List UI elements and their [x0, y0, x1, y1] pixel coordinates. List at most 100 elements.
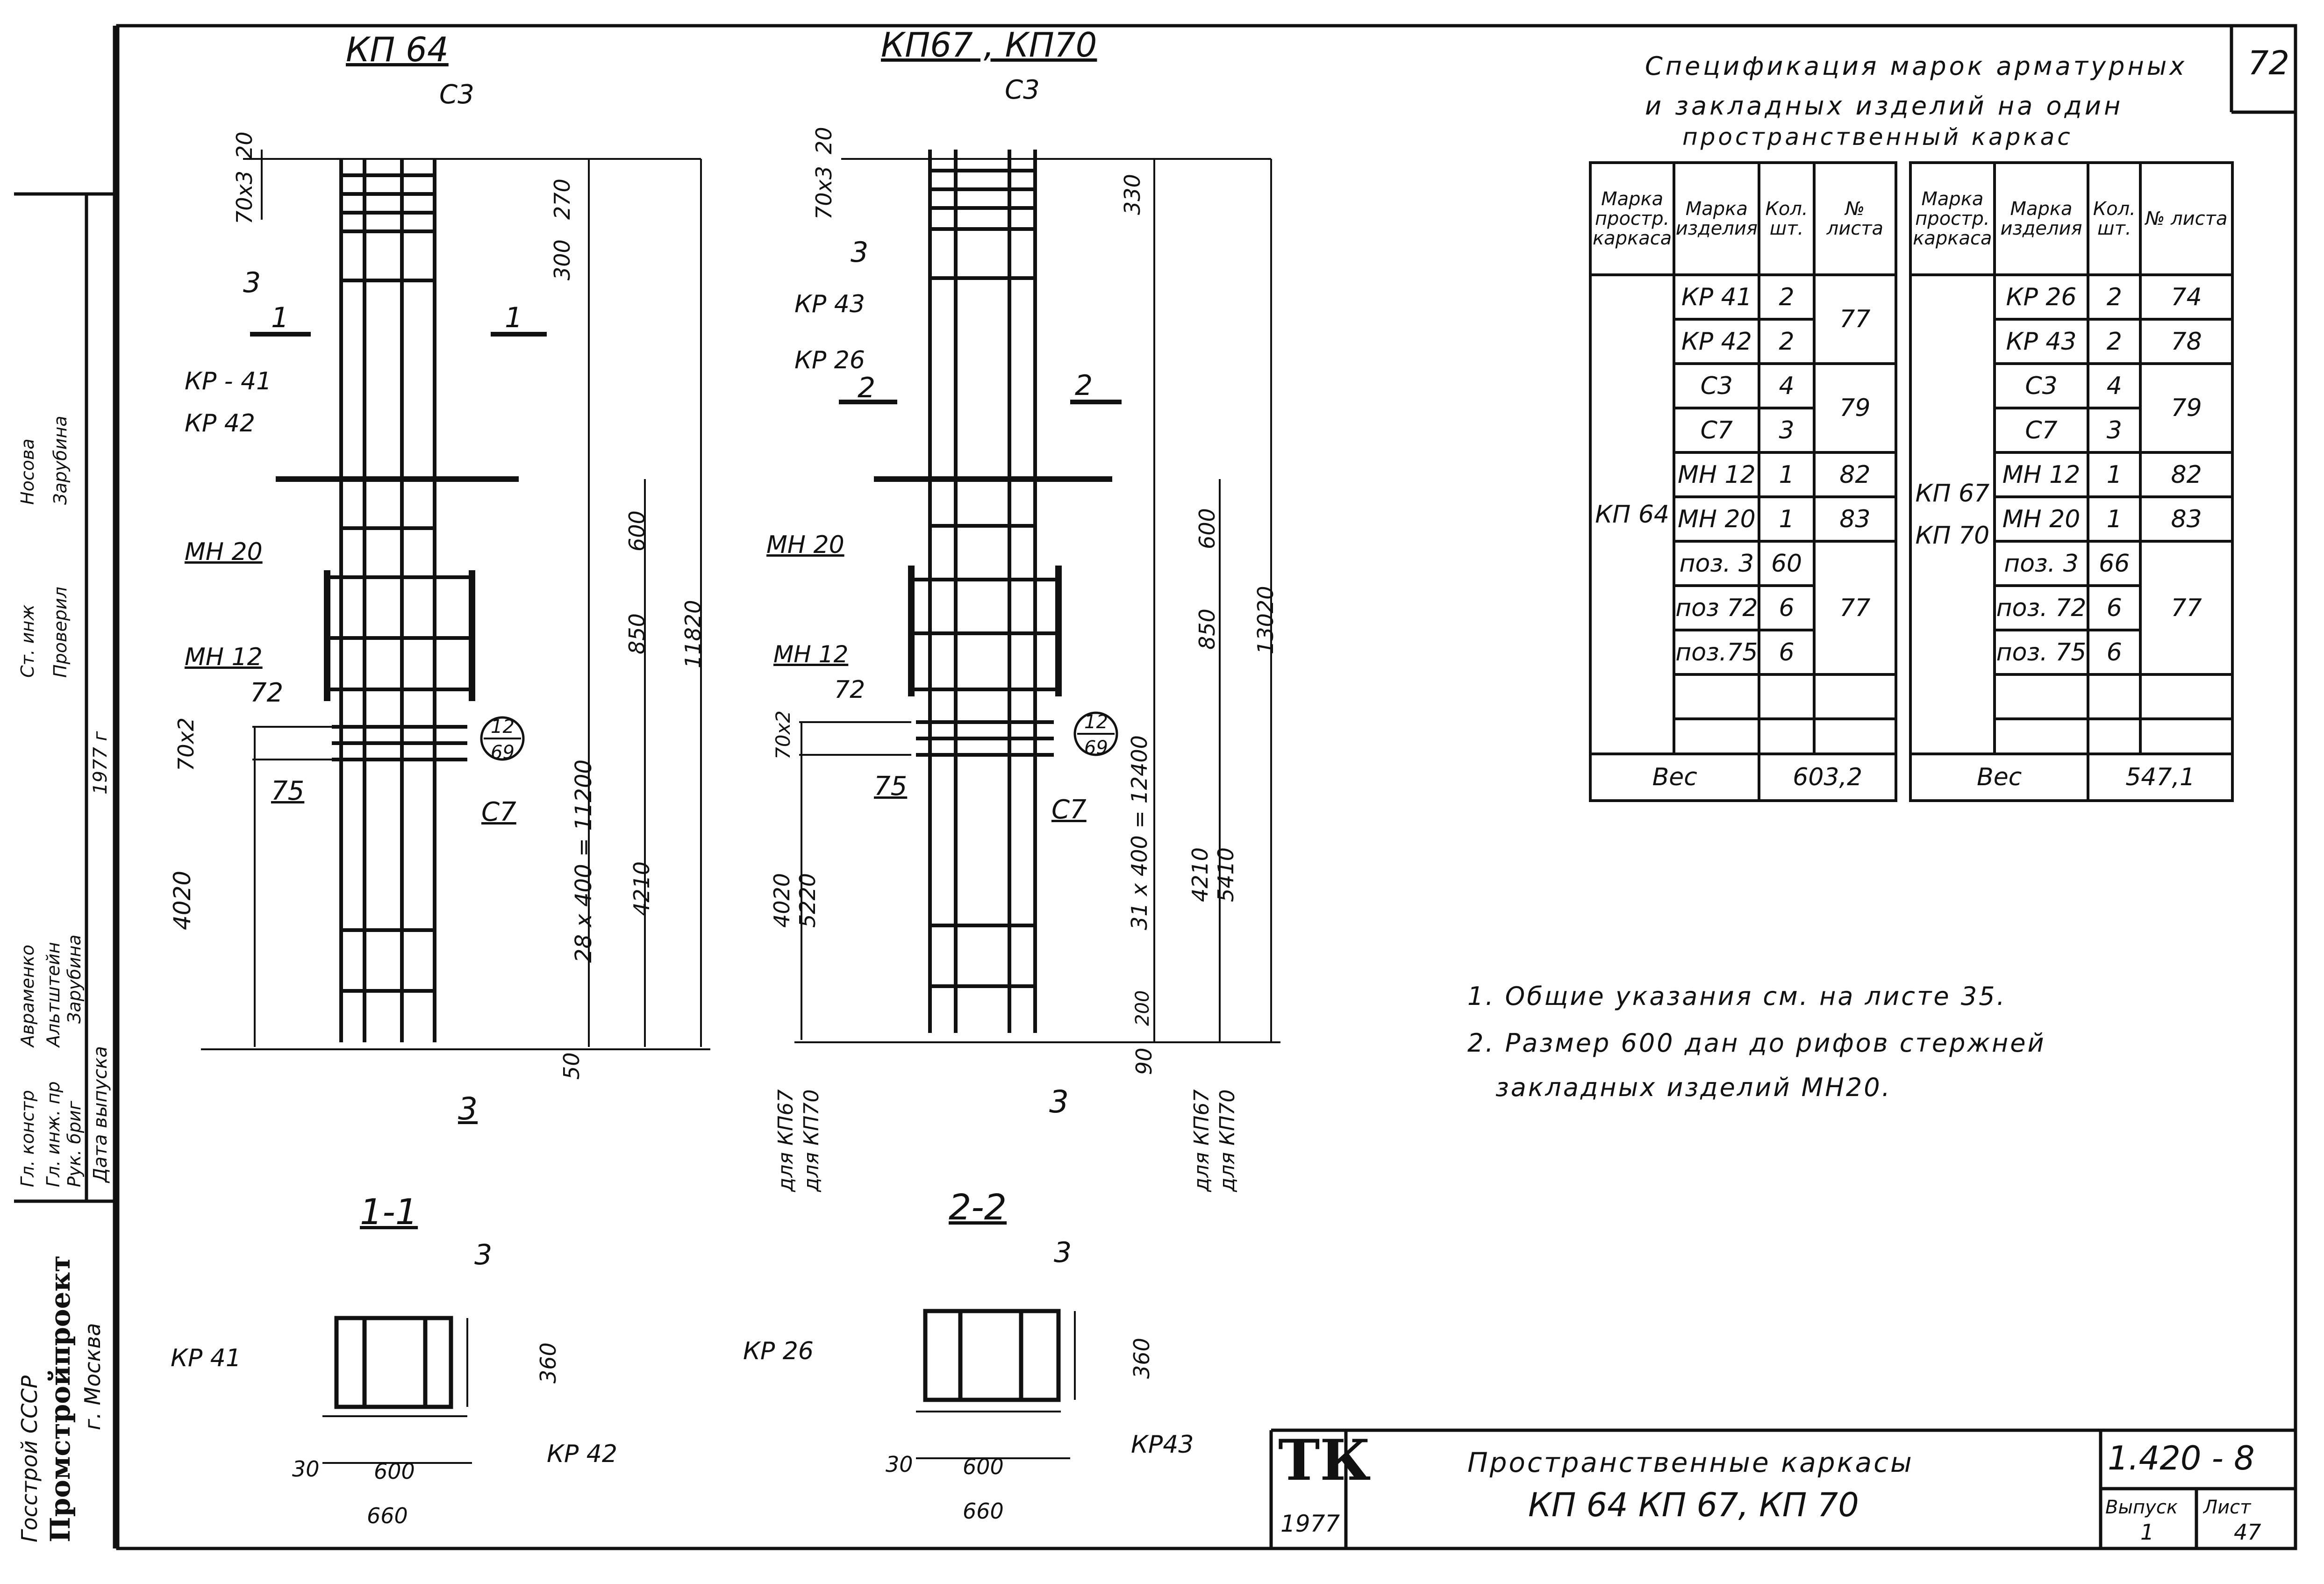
kp6770-section2-right: 2 [1075, 369, 1093, 402]
side-row-1-role: Рук. бриг [64, 1101, 85, 1187]
kp64-dim-850: 850 [624, 613, 650, 654]
header-mark: Марка изделия [1673, 161, 1761, 276]
node-ref-kp64 [480, 716, 525, 761]
weight-value: 547,1 [2087, 753, 2234, 802]
table-row-sheet: 79 [2139, 362, 2234, 454]
kp6770-elevation [794, 150, 1280, 1043]
weight-label: Вес [1909, 753, 2090, 802]
side-city: г. Москва [80, 1323, 105, 1430]
header-sheet: № листа [2139, 161, 2234, 276]
table-row-sheet: 83 [1812, 495, 1898, 543]
stamp-logo: ТК [1278, 1427, 1371, 1493]
kp64-mn20-label: МН 20 [185, 538, 263, 566]
kp64-section1-right: 1 [505, 301, 523, 334]
kp6770-pos3-label: 3 [851, 236, 869, 269]
section-22-dim-360: 360 [1129, 1338, 1154, 1379]
table-row-qty: 1 [1758, 495, 1816, 543]
table-row-sheet: 78 [2139, 318, 2234, 365]
side-row-5-role: Носова [17, 438, 38, 505]
kp6770-mn12-label: МН 12 [773, 641, 849, 668]
table-row-qty: 4 [2087, 362, 2142, 409]
side-org1: Госстрой СССР [17, 1375, 42, 1542]
table-row-mark: МН 20 [1673, 495, 1761, 543]
kp6770-dim-5220: 5220 [795, 873, 820, 928]
table-row-qty: 1 [2087, 451, 2142, 498]
table-row-sheet: 79 [1812, 362, 1898, 454]
kp64-title: КП 64 [346, 30, 449, 69]
kp64-dim-50: 50 [559, 1052, 584, 1080]
section-22-kr26: КР 26 [743, 1337, 814, 1365]
kp64-kr41-label: КР - 41 [185, 367, 272, 395]
section-11-drawing [322, 1316, 472, 1464]
table-row-mark: С7 [1993, 407, 2090, 454]
table-row-qty: 6 [2087, 629, 2142, 676]
kp64-pos75-label: 75 [271, 776, 305, 806]
spec-table-kp64: Марка простр. каркаса Марка изделия Кол.… [1588, 161, 1898, 802]
kp6770-dim-200: 200 [1132, 990, 1153, 1026]
table-row-mark: поз. 3 [1993, 540, 2090, 587]
kp64-dim-4210: 4210 [629, 861, 654, 916]
kp6770-for-kp70-b: для КП70 [1216, 1089, 1239, 1192]
kp6770-dim-600: 600 [1194, 508, 1220, 549]
kp64-dim-11820: 11820 [680, 600, 706, 668]
kp64-node-bottom: 69 [491, 742, 515, 763]
kp64-dim-70x2: 70х2 [173, 717, 199, 771]
kp6770-pos72-label: 72 [834, 676, 865, 704]
spec-table-kp6770: Марка простр. каркаса Марка изделия Кол.… [1909, 161, 2234, 802]
table-row-qty: 2 [2087, 273, 2142, 321]
table-row-sheet: 77 [1812, 540, 1898, 676]
table-row-sheet: 77 [1812, 273, 1898, 365]
note-2b: закладных изделий МН20. [1495, 1073, 1892, 1102]
side-org2: Промстройпроект [44, 1255, 76, 1542]
section-22-dim-600: 600 [963, 1454, 1004, 1479]
sheet-frame [116, 24, 2297, 1550]
kp6770-title: КП67 , КП70 [881, 25, 1097, 65]
side-row-5-name: Зарубина [50, 416, 71, 505]
side-row-3-name: Авраменко [17, 945, 38, 1047]
kp6770-dim-850: 850 [1194, 609, 1220, 650]
table-row-qty: 2 [1758, 273, 1816, 321]
table-row-mark: поз. 72 [1993, 584, 2090, 631]
section-22-pos3: 3 [1054, 1236, 1072, 1269]
kp6770-for-kp70-a: для КП70 [800, 1089, 823, 1192]
kp6770-for-kp67-a: для КП67 [774, 1089, 798, 1192]
table-row-mark: поз.75 [1673, 629, 1761, 676]
section-11-dim-30: 30 [292, 1456, 320, 1482]
table-row-mark: МН 12 [1673, 451, 1761, 498]
table-row-mark: МН 20 [1993, 495, 2090, 543]
kp6770-pos3-bottom: 3 [1049, 1084, 1069, 1120]
kp64-elevation [201, 150, 710, 1050]
table-row-sheet: 83 [2139, 495, 2234, 543]
frame-kp6770: КП 67 КП 70 [1909, 273, 1996, 755]
table-row-sheet: 82 [2139, 451, 2234, 498]
table-row-sheet: 77 [2139, 540, 2234, 676]
table-row-mark: КР 43 [1993, 318, 2090, 365]
section-22-dim-30: 30 [886, 1452, 913, 1477]
kp64-pos3-bottom: 3 [458, 1091, 478, 1127]
table-row-mark: поз. 75 [1993, 629, 2090, 676]
stamp-title-line2: КП 64 КП 67, КП 70 [1528, 1486, 1859, 1524]
table-row-mark: поз. 3 [1673, 540, 1761, 587]
section-11-pos3: 3 [474, 1239, 493, 1271]
side-row-4-role: Ст. инж [17, 604, 38, 678]
kp64-c3-label: С3 [439, 79, 474, 110]
kp6770-c3-label: С3 [1005, 75, 1040, 105]
kp64-section1-left: 1 [271, 301, 289, 334]
frame-kp67: КП 67 [1915, 479, 1990, 508]
table-row-mark: С3 [1993, 362, 2090, 409]
side-row-0-role: Дата выпуска [90, 1046, 111, 1183]
side-row-4-name: Проверил [50, 587, 71, 678]
kp64-dim-300: 300 [550, 239, 575, 280]
section-22-title: 2-2 [949, 1186, 1007, 1228]
kp6770-dim-4210: 4210 [1187, 847, 1213, 902]
table-row-qty: 1 [1758, 451, 1816, 498]
header-mark: Марка изделия [1993, 161, 2090, 276]
table-row-qty: 6 [1758, 584, 1816, 631]
kp6770-dim-330: 330 [1120, 174, 1145, 215]
section-22-dim-660: 660 [963, 1498, 1004, 1524]
kp6770-dim-31x400: 31 х 400 = 12400 [1127, 735, 1152, 930]
table-row-mark: С3 [1673, 362, 1761, 409]
table-row-qty: 60 [1758, 540, 1816, 587]
table-row-mark: КР 26 [1993, 273, 2090, 321]
